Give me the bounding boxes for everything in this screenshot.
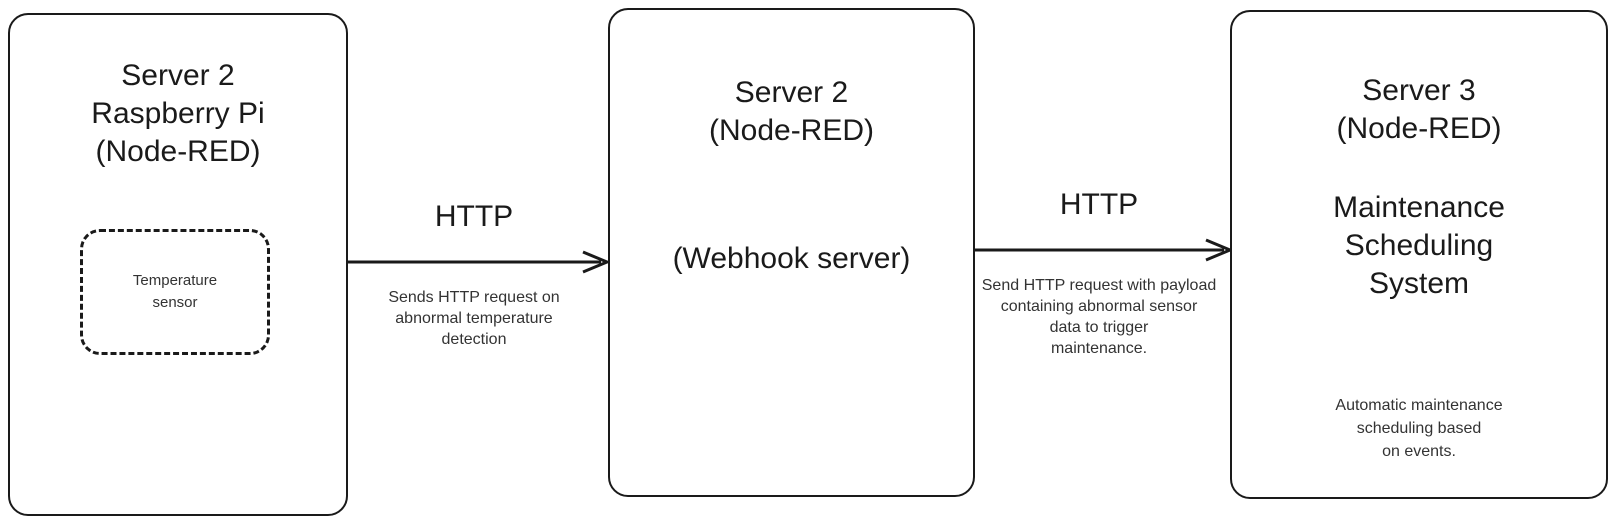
- node-server2-webhook[interactable]: Server 2 (Node-RED) (Webhook server): [608, 8, 975, 497]
- node-server2-raspberry-pi[interactable]: Server 2 Raspberry Pi (Node-RED) Tempera…: [8, 13, 348, 516]
- connector-pi-to-webhook-label: HTTP: [434, 200, 514, 233]
- arrow-shaft-icon: [347, 250, 611, 274]
- connector-webhook-to-maintenance-description: Send HTTP request with payload containin…: [981, 277, 1217, 357]
- node-title: Server 3 (Node-RED): [1336, 74, 1502, 145]
- node-subtitle: Maintenance Scheduling System: [1333, 191, 1505, 300]
- connector-pi-to-webhook: [347, 250, 611, 274]
- node-body: Server 2 (Node-RED) (Webhook server): [610, 10, 973, 495]
- arrow-shaft-icon: [974, 238, 1234, 262]
- node-title: Server 2 Raspberry Pi (Node-RED): [91, 59, 265, 168]
- node-body: Server 2 Raspberry Pi (Node-RED) Tempera…: [10, 15, 346, 514]
- node-note: Automatic maintenance scheduling based o…: [1335, 397, 1503, 460]
- node-server3-maintenance[interactable]: Server 3 (Node-RED) Maintenance Scheduli…: [1230, 10, 1608, 499]
- connector-webhook-to-maintenance: [974, 238, 1234, 262]
- node-body: Server 3 (Node-RED) Maintenance Scheduli…: [1232, 12, 1606, 497]
- connector-pi-to-webhook-description: Sends HTTP request on abnormal temperatu…: [388, 289, 560, 348]
- temperature-sensor-component[interactable]: Temperature sensor: [80, 229, 270, 355]
- node-title: Server 2 (Node-RED): [708, 76, 875, 147]
- temperature-sensor-label: Temperature sensor: [132, 272, 218, 311]
- node-subtitle: (Webhook server): [672, 242, 911, 275]
- connector-webhook-to-maintenance-label: HTTP: [1059, 188, 1139, 221]
